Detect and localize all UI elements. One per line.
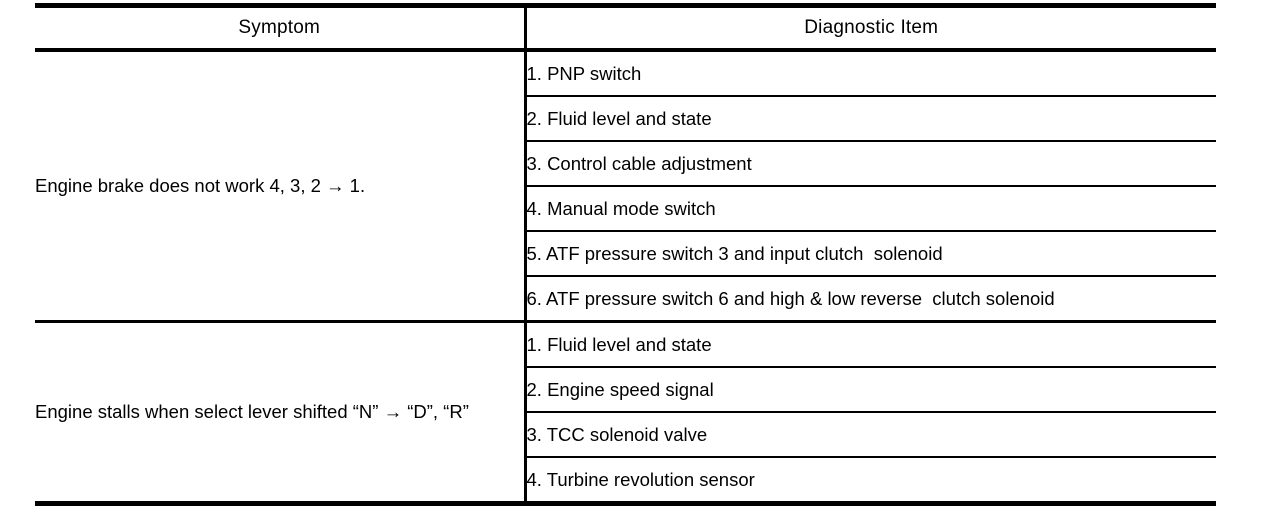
- table-row: 3. TCC solenoid valve: [35, 412, 1216, 458]
- diagnostic-item-cell: 4. Turbine revolution sensor: [525, 457, 1216, 506]
- table-row: 2. Engine speed signal: [35, 367, 1216, 413]
- table-row: 3. Control cable adjustment: [35, 141, 1216, 187]
- diagnostic-symptom-table: Symptom Diagnostic Item Engine brake doe…: [35, 3, 1216, 506]
- diagnostic-item-cell: 3. TCC solenoid valve: [525, 412, 1216, 458]
- diagnostic-item-cell: 1. Fluid level and state: [525, 321, 1216, 368]
- page-canvas: Symptom Diagnostic Item Engine brake doe…: [35, 3, 1216, 506]
- symptom-cell-2: Engine stalls when select lever shifted …: [35, 321, 527, 506]
- table-row: 4. Manual mode switch: [35, 186, 1216, 232]
- diagnostic-item-cell: 2. Fluid level and state: [525, 96, 1216, 142]
- diagnostic-item-cell: 5. ATF pressure switch 3 and input clutc…: [525, 231, 1216, 277]
- table-header: Symptom Diagnostic Item: [35, 3, 1216, 52]
- header-row: Symptom Diagnostic Item: [35, 3, 1216, 52]
- diagnostic-item-cell: 1. PNP switch: [525, 50, 1216, 97]
- symptom-cell-1: Engine brake does not work 4, 3, 2 → 1.: [35, 50, 527, 323]
- diagnostic-item-cell: 2. Engine speed signal: [525, 367, 1216, 413]
- table-row: Engine stalls when select lever shifted …: [35, 321, 1216, 506]
- table-row: 6. ATF pressure switch 6 and high & low …: [35, 276, 1216, 323]
- table-row: Engine brake does not work 4, 3, 2 → 1. …: [35, 50, 1216, 323]
- table-row: 5. ATF pressure switch 3 and input clutc…: [35, 231, 1216, 277]
- column-header-diagnostic-item: Diagnostic Item: [525, 3, 1216, 52]
- diagnostic-item-cell: 3. Control cable adjustment: [525, 141, 1216, 187]
- diagnostic-item-cell: 4. Manual mode switch: [525, 186, 1216, 232]
- table-row: 2. Fluid level and state: [35, 96, 1216, 142]
- diagnostic-item-cell: 6. ATF pressure switch 6 and high & low …: [525, 276, 1216, 323]
- column-header-symptom: Symptom: [35, 3, 527, 52]
- table-body: Engine brake does not work 4, 3, 2 → 1. …: [35, 50, 1216, 506]
